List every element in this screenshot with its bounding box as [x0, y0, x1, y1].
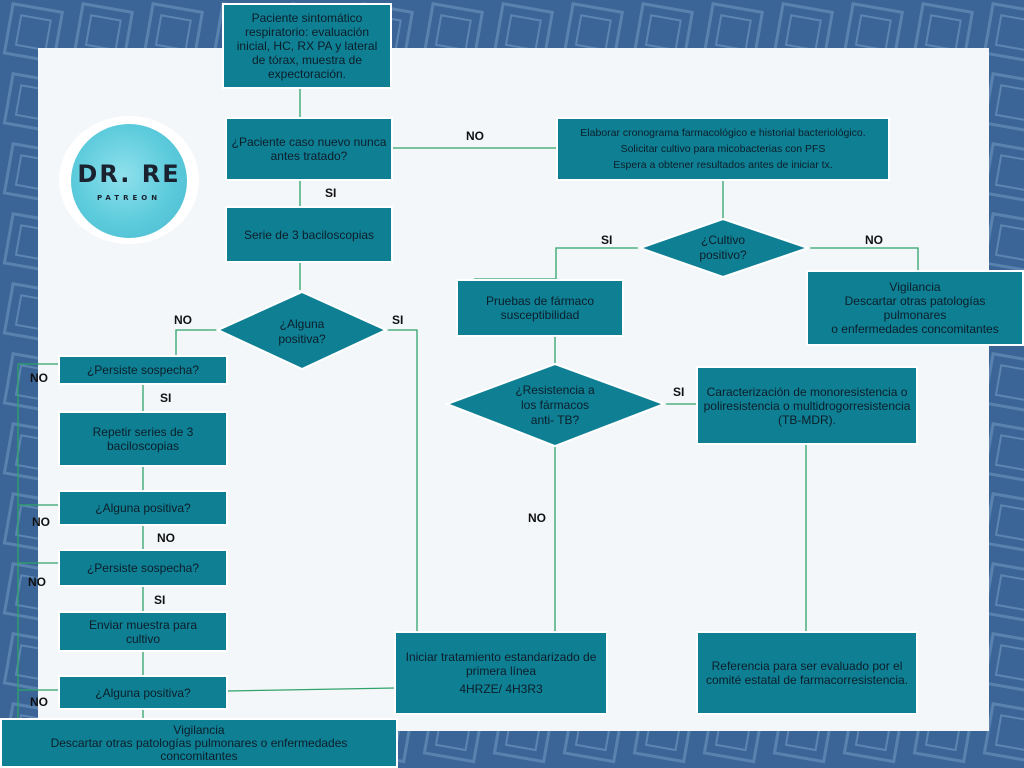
node-text-line: ¿Persiste sospecha?	[86, 363, 200, 377]
node-text-line: Caracterización de monoresistencia o	[706, 384, 908, 399]
node-text-line: ¿Paciente caso nuevo nunca	[231, 135, 387, 149]
node-text-line: poliresistencia o multidrogorresistencia	[703, 398, 911, 413]
node-text-line: ¿Cultivo	[700, 233, 745, 247]
node-text-line: Vigilancia	[889, 280, 941, 294]
node-text-line: Descartar otras patologías pulmonares	[844, 294, 986, 322]
node-persiste-sospecha-1: ¿Persiste sospecha?	[58, 355, 228, 385]
node-text-line: respiratorio: evaluación	[244, 25, 370, 39]
node-text-line: Espera a obtener resultados antes de ini…	[613, 159, 833, 171]
edge-label-si: SI	[154, 593, 166, 607]
node-text-line: Repetir series de 3	[92, 425, 194, 439]
node-cronograma: Elaborar cronograma farmacológico e hist…	[556, 117, 890, 181]
node-text-line: Vigilancia	[173, 722, 225, 737]
node-text-line: Paciente sintomático	[251, 11, 363, 25]
node-text-line: (TB-MDR).	[778, 412, 836, 427]
node-text-line: Enviar muestra para	[88, 617, 198, 632]
node-text-line: comité estatal de farmacorresistencia.	[705, 673, 909, 687]
edge-label-si: SI	[601, 233, 613, 247]
edge-label-no: NO	[174, 313, 192, 327]
logo-subtitle: PATREON	[96, 194, 162, 202]
edge-label-no: NO	[466, 129, 484, 143]
node-text-line: susceptibilidad	[500, 308, 580, 322]
edge-label-no: NO	[28, 575, 46, 589]
node-alguna-positiva-2: ¿Alguna positiva?	[58, 490, 228, 526]
edge-label-si: SI	[160, 391, 172, 405]
node-text-line: primera línea	[465, 664, 537, 678]
node-text-line: concomitantes	[160, 748, 238, 763]
node-text-line: inicial, HC, RX PA y lateral	[236, 39, 378, 53]
node-text-line: Serie de 3 baciloscopias	[243, 227, 375, 242]
node-text-line: antes tratado?	[270, 149, 348, 163]
node-text-line: baciloscopias	[106, 439, 180, 453]
node-text-line: 4HRZE/ 4H3R3	[459, 682, 543, 696]
edge-label-si: SI	[673, 385, 685, 399]
node-text-line: anti- TB?	[530, 412, 580, 427]
node-referencia-comite: Referencia para ser evaluado por el comi…	[696, 631, 918, 715]
node-text-line: o enfermedades concomitantes	[831, 322, 999, 336]
node-caso-nuevo: ¿Paciente caso nuevo nunca antes tratado…	[225, 117, 393, 181]
node-caracterizacion: Caracterización de monoresistencia o pol…	[696, 366, 918, 445]
logo-title: DR. RE	[77, 160, 181, 188]
node-text-line: Descartar otras patologías pulmonares o …	[50, 735, 348, 750]
node-text-line: Iniciar tratamiento estandarizado de	[405, 650, 597, 664]
node-text-line: Solicitar cultivo para micobacterias con…	[620, 143, 826, 155]
node-pruebas-farmaco: Pruebas de fármaco susceptibilidad	[456, 279, 624, 337]
node-serie-baciloscopias: Serie de 3 baciloscopias	[225, 206, 393, 263]
edge-label-no: NO	[32, 515, 50, 529]
node-text-line: ¿Alguna positiva?	[95, 685, 191, 700]
node-vigilancia-derecha: Vigilancia Descartar otras patologías pu…	[806, 270, 1024, 346]
logo-disc: DR. RE PATREON	[71, 124, 187, 238]
edge-label-no: NO	[30, 695, 48, 709]
node-text-line: ¿Alguna	[279, 317, 325, 331]
node-iniciar-tratamiento: Iniciar tratamiento estandarizado de pri…	[394, 631, 608, 715]
node-text-line: positiva?	[278, 332, 326, 346]
node-repetir-series: Repetir series de 3 baciloscopias	[58, 411, 228, 467]
decision-alguna-positiva-text: ¿Alguna positiva?	[250, 312, 354, 352]
node-text-line: positivo?	[699, 248, 747, 262]
decision-resistencia-text: ¿Resistencia a los fármacos anti- TB?	[495, 380, 615, 430]
node-vigilancia-inferior: Vigilancia Descartar otras patologías pu…	[0, 718, 398, 768]
node-start-evaluacion: Paciente sintomático respiratorio: evalu…	[222, 3, 392, 89]
node-text-line: expectoración.	[267, 67, 347, 81]
dr-re-patreon-logo: DR. RE PATREON	[59, 116, 199, 244]
edge-label-no: NO	[30, 371, 48, 385]
node-text-line: ¿Persiste sospecha?	[86, 561, 200, 575]
edge-label-si: SI	[325, 186, 337, 200]
edge-label-si: SI	[392, 313, 404, 327]
decision-cultivo-text: ¿Cultivo positivo?	[670, 228, 776, 268]
node-text-line: Pruebas de fármaco	[485, 294, 595, 308]
edge-label-no: NO	[865, 233, 883, 247]
node-text-line: ¿Alguna positiva?	[95, 501, 191, 515]
node-text-line: cultivo	[125, 631, 160, 646]
node-text-line: Elaborar cronograma farmacológico e hist…	[580, 127, 866, 139]
node-enviar-cultivo: Enviar muestra para cultivo	[58, 611, 228, 652]
node-persiste-sospecha-2: ¿Persiste sospecha?	[58, 549, 228, 587]
node-alguna-positiva-3: ¿Alguna positiva?	[58, 675, 228, 710]
node-text-line: ¿Resistencia a	[515, 382, 595, 397]
node-text-line: los fármacos	[520, 397, 590, 412]
node-text-line: de tórax, muestra de	[251, 53, 363, 67]
edge-label-no: NO	[157, 531, 175, 545]
edge-label-no: NO	[528, 511, 546, 525]
node-text-line: Referencia para ser evaluado por el	[711, 659, 903, 673]
